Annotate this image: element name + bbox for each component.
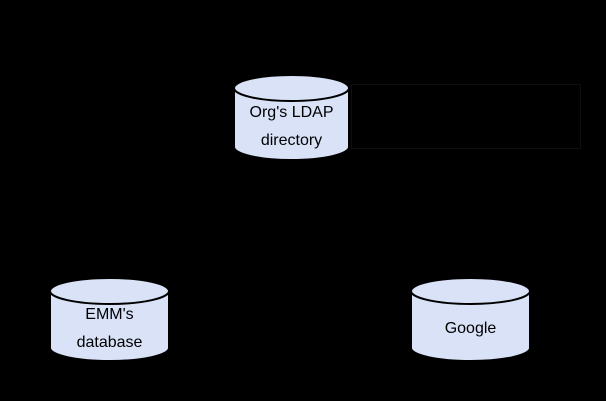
cylinder-top-ellipse	[49, 277, 170, 305]
cylinder-top-ellipse	[410, 277, 531, 305]
cylinder-top-ellipse	[233, 74, 350, 102]
cylinder-shape	[233, 74, 350, 161]
faint-artifact-rectangle	[351, 84, 581, 149]
cylinder-body	[49, 291, 170, 362]
google-cylinder: Google	[410, 277, 531, 362]
cylinder-body	[233, 88, 350, 161]
cylinder-shape	[410, 277, 531, 362]
ldap-directory-cylinder: Org's LDAP directory	[233, 74, 350, 161]
cylinder-body	[410, 291, 531, 362]
emm-database-cylinder: EMM's database	[49, 277, 170, 362]
cylinder-shape	[49, 277, 170, 362]
